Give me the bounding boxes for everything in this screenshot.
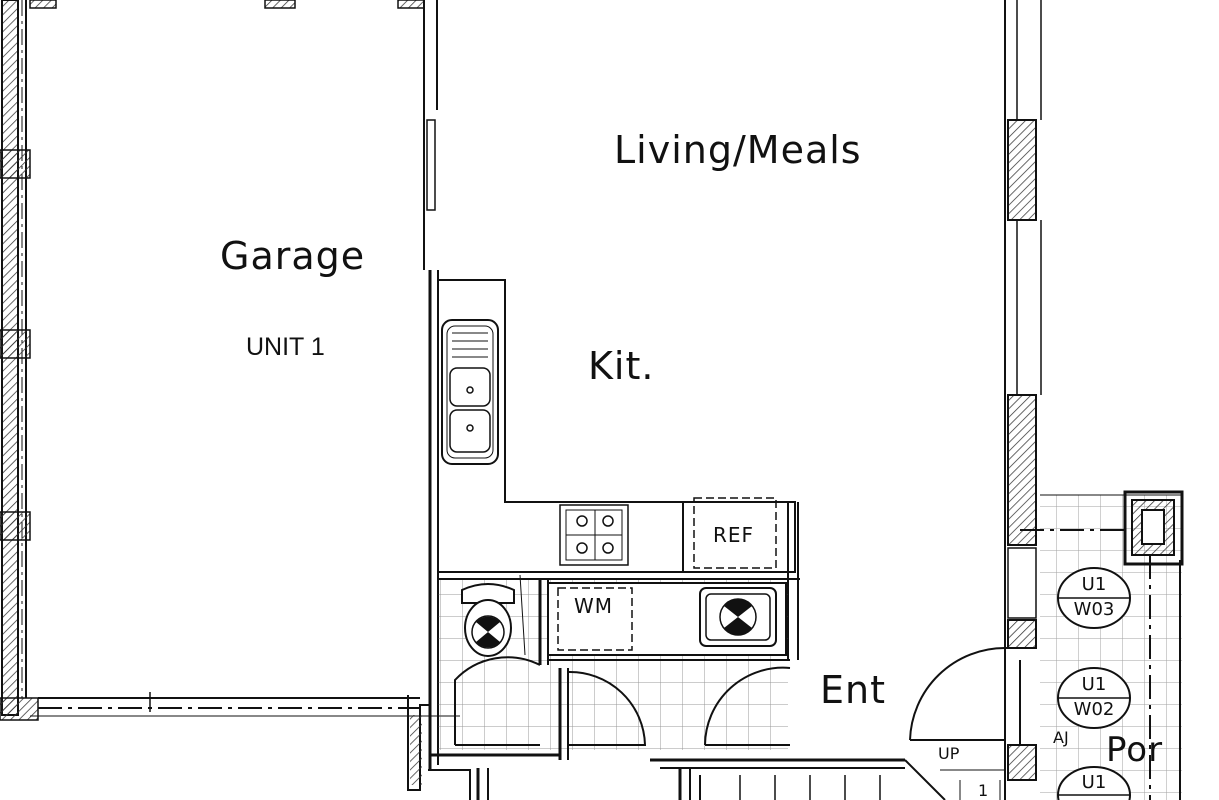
stair-step-number: 1 xyxy=(978,781,989,800)
room-label-garage: Garage xyxy=(220,234,366,278)
window-tag-w03-bottom: W03 xyxy=(1073,599,1115,620)
garage-left-wall xyxy=(0,0,39,721)
toilet xyxy=(461,583,515,657)
fridge-space xyxy=(693,497,777,569)
window-tag-third-top: U1 xyxy=(1081,772,1107,793)
window-tag-w03-top: U1 xyxy=(1081,574,1107,595)
fridge-label: REF xyxy=(713,523,755,547)
porch-area xyxy=(1020,490,1184,800)
room-label-living: Living/Meals xyxy=(614,128,862,172)
aj-label: AJ xyxy=(1053,728,1069,747)
washing-machine-label: WM xyxy=(574,594,614,618)
window-tag-circles xyxy=(1057,567,1131,800)
window-tag-w02-top: U1 xyxy=(1081,674,1107,695)
stair-up-label: UP xyxy=(938,744,960,763)
door-swings xyxy=(454,574,1020,746)
room-label-kitchen: Kit. xyxy=(588,344,655,388)
window-tag-w02-bottom: W02 xyxy=(1073,699,1115,720)
stairs xyxy=(428,758,1005,800)
garage-living-wall xyxy=(423,0,439,770)
right-exterior-wall xyxy=(1004,0,1042,800)
garage-top-wall xyxy=(29,0,425,9)
cooktop xyxy=(559,504,629,566)
unit-label: UNIT 1 xyxy=(246,333,325,361)
laundry-tub xyxy=(699,587,777,647)
room-label-porch: Por xyxy=(1106,730,1164,770)
kitchen-sink xyxy=(441,319,499,465)
garage-door-line xyxy=(30,692,460,791)
room-label-entry: Ent xyxy=(820,668,886,712)
